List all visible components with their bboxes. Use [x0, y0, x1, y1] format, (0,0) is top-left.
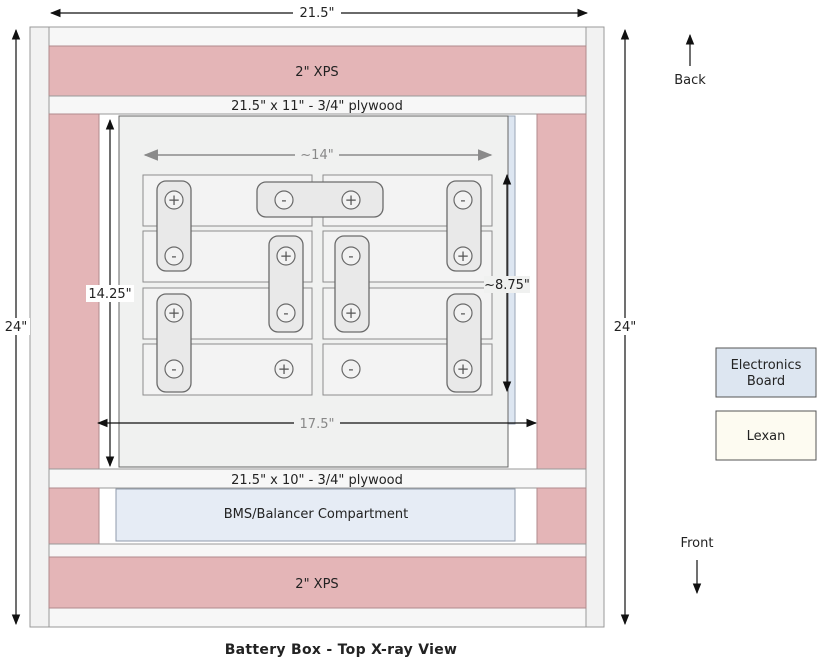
terminal-sign-label: +	[345, 191, 358, 209]
bms-compartment-label: BMS/Balancer Compartment	[224, 507, 408, 522]
negative-terminal-icon	[274, 190, 294, 210]
terminal-sign-label: +	[168, 191, 181, 209]
positive-terminal-icon	[453, 246, 473, 266]
negative-terminal-icon	[276, 303, 296, 323]
front-label: Front	[681, 536, 714, 551]
terminal-sign-label: +	[278, 360, 291, 378]
positive-terminal-icon	[276, 246, 296, 266]
overall-width-label: 21.5"	[300, 6, 335, 21]
positive-terminal-icon	[164, 303, 184, 323]
legend-electronics-board-swatch	[715, 347, 817, 398]
xps-front-label: 2" XPS	[295, 577, 338, 592]
overall-width-label-bg	[293, 5, 341, 21]
cell-group-depth-label-bg	[484, 276, 530, 293]
xps-left-small	[48, 487, 100, 545]
xps-right-small	[536, 487, 587, 545]
negative-terminal-icon	[341, 359, 361, 379]
legend-lexan-swatch	[715, 410, 817, 461]
negative-terminal-icon	[341, 246, 361, 266]
terminal-sign-label: -	[348, 247, 353, 265]
terminal-sign-label: +	[280, 247, 293, 265]
cell-group-depth-label: ~8.75"	[484, 278, 530, 293]
terminal-sign-label: +	[457, 247, 470, 265]
side-wall-right	[585, 26, 605, 628]
overall-depth-right-label-bg	[611, 318, 639, 335]
battery-bay-depth-label: 14.25"	[88, 287, 131, 302]
overall-depth-left-label: 24"	[5, 320, 28, 335]
terminal-sign-label: -	[281, 191, 286, 209]
side-wall-left	[29, 26, 50, 628]
bms-compartment	[115, 488, 516, 542]
legend-lexan-label: Lexan	[747, 429, 786, 444]
battery-bay-width-label-bg	[294, 414, 340, 431]
front-divider	[48, 543, 587, 558]
negative-terminal-icon	[453, 303, 473, 323]
terminal-sign-label: +	[345, 304, 358, 322]
terminal-sign-label: +	[457, 360, 470, 378]
battery-cells: + - + - - + - + + - + - - + - +	[142, 174, 493, 396]
overall-depth-right-label: 24"	[614, 320, 637, 335]
positive-terminal-icon	[341, 190, 361, 210]
legend-electronics-board-label-line1: Electronics	[731, 358, 802, 373]
legend-electronics-board-label-line2: Board	[747, 374, 785, 389]
terminal-sign-label: -	[460, 304, 465, 322]
back-wall	[48, 26, 587, 47]
diagram-title: Battery Box - Top X-ray View	[225, 642, 458, 658]
negative-terminal-icon	[453, 190, 473, 210]
positive-terminal-icon	[164, 190, 184, 210]
battery-bay-depth-label-bg	[86, 285, 134, 302]
battery-bay-width-label: 17.5"	[300, 417, 335, 432]
terminal-sign-label: -	[171, 247, 176, 265]
plywood-front-panel	[48, 468, 587, 489]
terminal-sign-label: +	[168, 304, 181, 322]
negative-terminal-icon	[164, 359, 184, 379]
terminal-sign-label: -	[348, 360, 353, 378]
plywood-front-label: 21.5" x 10" - 3/4" plywood	[231, 473, 403, 488]
plywood-back-label: 21.5" x 11" - 3/4" plywood	[231, 99, 403, 114]
xps-front-panel	[48, 556, 587, 609]
xps-right-side	[536, 113, 587, 470]
terminal-sign-label: -	[171, 360, 176, 378]
xps-back-label: 2" XPS	[295, 65, 338, 80]
xps-back-panel	[48, 45, 587, 97]
positive-terminal-icon	[453, 359, 473, 379]
positive-terminal-icon	[274, 359, 294, 379]
positive-terminal-icon	[341, 303, 361, 323]
terminal-sign-label: -	[283, 304, 288, 322]
back-label: Back	[674, 73, 706, 88]
cell-group-width-label: ~14"	[300, 148, 333, 163]
plywood-back-panel	[48, 95, 587, 115]
lexan-edge-right	[507, 115, 516, 425]
overall-depth-left-label-bg	[3, 318, 30, 335]
negative-terminal-icon	[164, 246, 184, 266]
cell-group-width-label-bg	[295, 146, 339, 163]
terminal-sign-label: -	[460, 191, 465, 209]
front-wall	[48, 607, 587, 628]
